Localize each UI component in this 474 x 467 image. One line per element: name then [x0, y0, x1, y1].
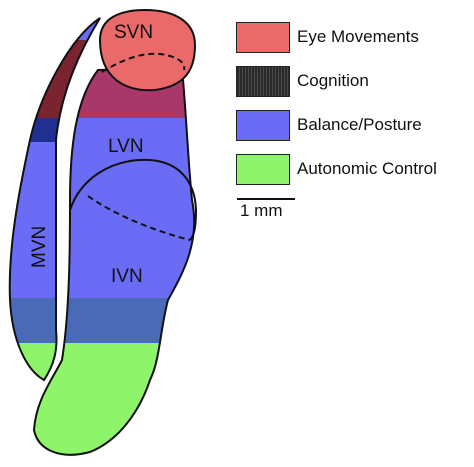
- scale-bar: [237, 198, 295, 200]
- svn-dashed-boundary: [101, 52, 186, 73]
- legend-swatch-cognition: [236, 66, 290, 97]
- scale-bar-label: 1 mm: [240, 201, 283, 220]
- legend-swatch-balance-posture: [236, 110, 290, 141]
- legend-swatch-eye-movements: [236, 22, 290, 53]
- ivn-boundary-line: [69, 158, 198, 241]
- svn-label: SVN: [114, 22, 153, 43]
- legend-label: Cognition: [297, 71, 369, 90]
- legend-label: Eye Movements: [297, 27, 419, 46]
- legend-label: Autonomic Control: [297, 159, 437, 178]
- ivn-dashed-boundary: [87, 195, 191, 241]
- svn-region: [98, 8, 197, 92]
- lvn-label: LVN: [108, 136, 144, 157]
- legend-swatch-autonomic-control: [236, 154, 290, 185]
- mvn-label: MVN: [29, 226, 50, 268]
- ivn-label: IVN: [111, 266, 143, 287]
- legend-label: Balance/Posture: [297, 115, 422, 134]
